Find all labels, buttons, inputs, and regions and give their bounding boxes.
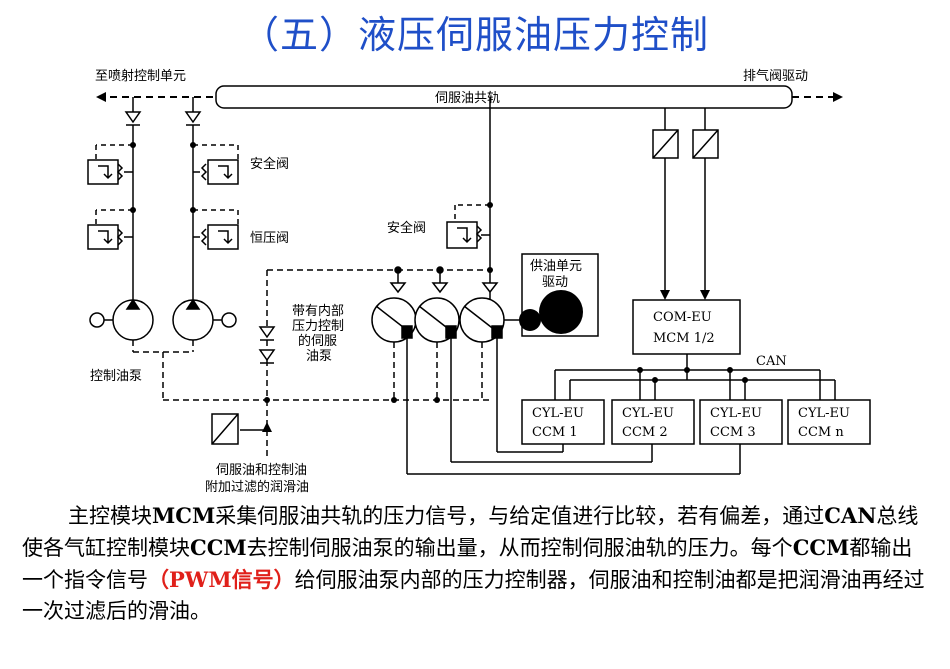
cyl-eu-box-3: CYL-EU CCM 3	[699, 399, 783, 445]
pressure-sensors	[652, 108, 719, 296]
com-eu-label: COM-EU	[653, 310, 712, 325]
safety-valve-left	[87, 144, 133, 185]
cyl-eu-1-bottom: CCM 1	[532, 425, 578, 440]
servo-pumps	[371, 266, 520, 400]
description-paragraph: 主控模块MCM采集伺服油共轨的压力信号，与给定值进行比较，若有偏差，通过CAN总…	[22, 500, 927, 627]
mcm-label: MCM 1/2	[653, 331, 715, 346]
para-text-5: 都输出一个指令信号	[22, 536, 913, 592]
servo-pump-label-2: 压力控制	[292, 319, 344, 334]
safety-valve-middle	[446, 97, 491, 300]
can-label: CAN	[756, 354, 787, 369]
safety-valve-label: 安全阀	[250, 156, 289, 172]
oil-note-1: 伺服油和控制油	[216, 463, 307, 478]
para-ccm-2: CCM	[792, 535, 850, 560]
control-oil-pump-left	[89, 298, 154, 341]
constant-pressure-valve-label: 恒压阀	[250, 231, 289, 246]
servo-oil-rail: 伺服油共轨	[215, 85, 793, 109]
para-ccm-1: CCM	[190, 535, 247, 560]
supply-unit-drive: 供油单元 驱动	[519, 253, 599, 337]
servo-pump-label-3: 的伺服	[298, 333, 337, 349]
cyl-eu-box-1: CYL-EU CCM 1	[521, 399, 605, 445]
cyl-eu-1-top: CYL-EU	[532, 406, 584, 421]
safety-valve-middle-label: 安全阀	[387, 220, 426, 236]
supply-unit-label-1: 供油单元	[530, 259, 582, 274]
cyl-eu-2-bottom: CCM 2	[622, 425, 668, 440]
hydraulic-diagram: 至喷射控制单元 排气阀驱动 伺服油共轨	[87, 68, 871, 495]
left-branch-lines	[124, 97, 202, 300]
para-text-1: 主控模块	[68, 504, 152, 528]
control-oil-pump-label: 控制油泵	[90, 369, 142, 384]
servo-pump-label-4: 油泵	[306, 349, 332, 364]
para-pwm-highlight: （PWM信号）	[148, 567, 295, 592]
cyl-eu-box-2: CYL-EU CCM 2	[611, 399, 695, 445]
servo-pump-label-1: 带有内部	[292, 303, 344, 319]
control-oil-pump-right	[172, 298, 237, 341]
cyl-eu-3-bottom: CCM 3	[710, 425, 756, 440]
const-pressure-valve-left	[87, 209, 133, 250]
const-pressure-valve-right	[193, 209, 239, 250]
page-title: （五）液压伺服油压力控制	[240, 13, 709, 57]
cyl-eu-3-top: CYL-EU	[710, 406, 762, 421]
filter-sensor-bottom	[211, 413, 239, 445]
to-injection-label: 至喷射控制单元	[95, 68, 186, 84]
para-text-6: 给伺服油泵内部的压力控制器，伺服油和控制油都是把润滑油再经过一次过滤后的滑油。	[22, 568, 925, 623]
para-mcm: MCM	[152, 503, 216, 528]
com-eu-mcm-box: COM-EU MCM 1/2	[632, 299, 741, 355]
can-bus	[554, 354, 836, 400]
para-text-2: 采集伺服油共轨的压力信号，与给定值进行比较，若有偏差，通过	[215, 504, 825, 528]
cyl-eu-n-top: CYL-EU	[798, 406, 850, 421]
rail-label: 伺服油共轨	[435, 91, 500, 106]
cyl-eu-2-top: CYL-EU	[622, 406, 674, 421]
safety-valve-right	[193, 144, 239, 185]
cyl-eu-box-n: CYL-EU CCM n	[787, 399, 871, 445]
para-can: CAN	[824, 503, 877, 528]
cyl-eu-n-bottom: CCM n	[798, 425, 844, 440]
supply-unit-label-2: 驱动	[542, 275, 568, 290]
oil-note-2: 附加过滤的润滑油	[205, 479, 309, 495]
para-text-3: 总线使各气缸控制模块	[22, 504, 919, 560]
para-text-4: 去控制伺服油泵的输出量，从而控制伺服油轨的压力。每个	[246, 536, 793, 560]
exhaust-drive-label: 排气阀驱动	[743, 68, 808, 84]
pwm-lines	[406, 338, 741, 475]
